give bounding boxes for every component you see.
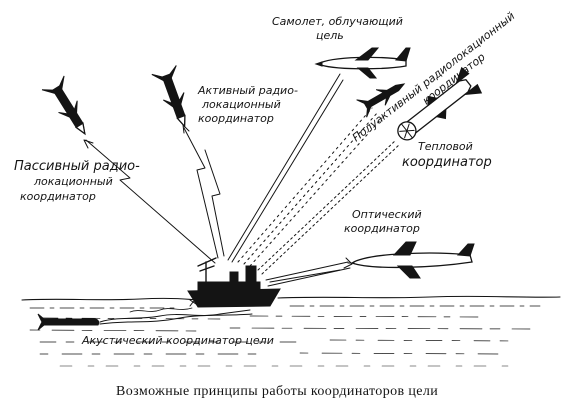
target-ship — [187, 257, 281, 308]
torpedo-acoustic-icon — [37, 307, 253, 331]
signal-lines — [83, 73, 401, 287]
illuminating-aircraft-icon — [314, 47, 411, 79]
label-thermal-line1: Тепловой — [418, 140, 473, 153]
label-thermal: Тепловой координатор — [402, 140, 492, 170]
missile-active-radar-icon — [151, 65, 186, 128]
label-active-radar-line1: Активный радио- — [197, 84, 298, 97]
label-illuminating-aircraft-line2: цель — [316, 29, 344, 42]
label-optical: Оптический координатор — [344, 208, 422, 235]
label-passive-radar-line1: Пассивный радио- — [14, 159, 140, 174]
label-optical-line2: координатор — [344, 222, 420, 235]
missile-semi-active-icon — [356, 83, 406, 118]
missile-thermal-icon — [397, 66, 483, 141]
optical-aircraft-icon — [347, 241, 475, 279]
label-active-radar-line3: координатор — [198, 112, 274, 125]
label-thermal-line2: координатор — [402, 155, 492, 170]
label-illuminating-aircraft-line1: Самолет, облучающий — [272, 15, 403, 28]
label-passive-radar: Пассивный радио- локационный координатор — [14, 159, 140, 203]
label-acoustic: Акустический координатор цели — [81, 334, 274, 347]
label-passive-radar-line2: локационный — [33, 175, 113, 188]
figure-caption: Возможные принципы работы координаторов … — [116, 384, 438, 399]
label-illuminating-aircraft: Самолет, облучающий цель — [272, 15, 403, 42]
sea-surface — [21, 295, 561, 367]
label-semi-active-radar: Полуактивный радиолокационный координато… — [350, 9, 518, 144]
missile-passive-radar-icon — [41, 75, 86, 136]
label-active-radar: Активный радио- локационный координатор — [197, 84, 298, 125]
label-optical-line1: Оптический — [352, 208, 422, 221]
label-active-radar-line2: локационный — [201, 98, 281, 111]
label-passive-radar-line3: координатор — [20, 190, 96, 203]
